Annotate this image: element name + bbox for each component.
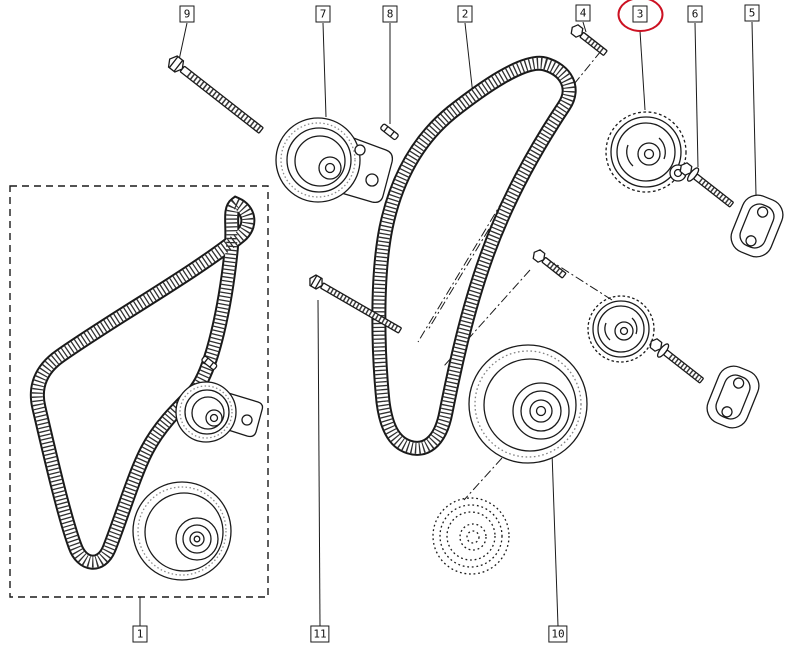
kit-boundary-box [9, 185, 269, 598]
cover-plate-upper [730, 194, 784, 258]
callout-4[interactable]: 4 [575, 4, 591, 22]
crankshaft-sprocket [432, 497, 510, 575]
callout-5[interactable]: 5 [744, 4, 760, 22]
kit-timing-belt [29, 195, 256, 570]
callout-9[interactable]: 9 [179, 5, 195, 23]
mounting-bolt-long [167, 55, 264, 134]
callout-6[interactable]: 6 [687, 5, 703, 23]
idler-pulley-10 [468, 344, 588, 464]
timing-belt [371, 55, 577, 456]
kit-tensioner-pulley [175, 381, 264, 443]
cover-bolt-lower [649, 338, 704, 384]
callout-3-highlighted[interactable]: 3 [632, 5, 648, 23]
idler-bolt [309, 274, 402, 334]
cover-plate-lower [706, 365, 760, 429]
callout-2[interactable]: 2 [457, 5, 473, 23]
callout-1[interactable]: 1 [132, 625, 148, 643]
sprocket-bolt-lower [532, 249, 567, 279]
callout-10[interactable]: 10 [548, 625, 568, 643]
kit-stud-pin [201, 355, 218, 371]
camshaft-sprocket-lower [587, 295, 655, 363]
callout-7[interactable]: 7 [315, 5, 331, 23]
sprocket-bolt-upper [570, 24, 608, 56]
leader-lines [139, 21, 757, 627]
stud-pin [380, 123, 399, 141]
callout-11[interactable]: 11 [310, 625, 330, 643]
cover-bolt-upper [679, 162, 734, 208]
callout-8[interactable]: 8 [382, 5, 398, 23]
tensioner-pulley [275, 117, 394, 204]
kit-idler-pulley [132, 481, 232, 581]
camshaft-sprocket-upper [605, 111, 687, 193]
